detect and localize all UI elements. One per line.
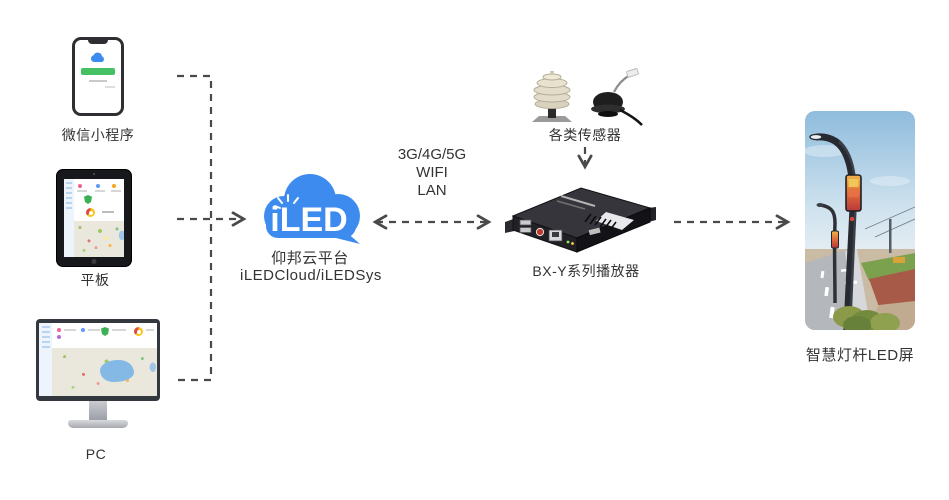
shield-icon: [84, 195, 92, 204]
map-lake: [100, 360, 134, 382]
tablet-home-button: [91, 259, 97, 264]
stat-chip: [57, 328, 61, 332]
stat-text: [102, 211, 114, 213]
smartphone-icon: [72, 37, 124, 116]
bushes: [833, 306, 900, 330]
iled-logo-text: iLED: [270, 201, 347, 239]
sensors-label: 各类传感器: [548, 127, 622, 143]
smart-pole-label: 智慧灯杆LED屏: [805, 347, 915, 364]
stat-text: [146, 329, 154, 331]
cloud-platform-label: 仰邦云平台 iLEDCloud/iLEDSys: [240, 250, 382, 284]
cloud-name-en: iLEDCloud/iLEDSys: [240, 267, 382, 284]
link-label-wifi: WIFI: [416, 164, 448, 181]
link-type-labels: 3G/4G/5G WIFI LAN: [372, 146, 492, 200]
phone-login-button: [81, 68, 115, 75]
pc-label: PC: [85, 446, 107, 462]
link-label-cellular: 3G/4G/5G: [397, 146, 467, 163]
wechat-app-label: 微信小程序: [61, 127, 135, 143]
monitor-stand: [89, 401, 107, 421]
stat-text: [111, 190, 121, 192]
desktop-icon: [36, 319, 160, 437]
phone-notch: [88, 39, 108, 44]
tablet-screen: [64, 179, 124, 257]
monitor-screen: [39, 323, 157, 396]
stat-chip: [57, 335, 61, 339]
bracket-clients: [177, 74, 213, 382]
probe-sensor-icon: [591, 68, 643, 126]
tablet-sidebar: [64, 179, 74, 257]
tablet-label: 平板: [80, 272, 110, 288]
stat-chip: [81, 328, 85, 332]
donut-chart-icon: [134, 327, 143, 336]
weather-sensor-icon: [532, 71, 572, 122]
monitor-base: [68, 420, 128, 428]
player-ports: [519, 219, 601, 245]
led-pole-photo: [805, 111, 915, 330]
stat-chip: [112, 184, 116, 188]
cloud-platform-logo: iLED: [250, 168, 370, 248]
shield-icon: [101, 327, 109, 336]
stat-chip: [78, 184, 82, 188]
stat-text: [95, 190, 105, 192]
stat-text: [77, 190, 87, 192]
vent-slits: [584, 213, 617, 231]
tablet-icon: [56, 169, 132, 267]
iled-cloud-icon: iLED: [264, 174, 360, 244]
bulb-rays-icon: [274, 194, 299, 209]
stat-text: [112, 329, 126, 331]
player-label: BX-Y系列播放器: [532, 263, 640, 279]
donut-chart-icon: [86, 208, 95, 217]
phone-text-line: [105, 86, 115, 88]
pc-map: [52, 348, 157, 396]
link-label-lan: LAN: [417, 182, 447, 199]
stat-text: [64, 329, 76, 331]
background-pole: [816, 203, 839, 304]
tablet-camera: [93, 173, 95, 175]
mini-cloud-icon: [90, 52, 104, 62]
stat-text: [88, 329, 100, 331]
cloud-name-cn: 仰邦云平台: [271, 250, 349, 267]
player-device-icon: [505, 182, 657, 256]
stat-chip: [96, 184, 100, 188]
monitor-frame: [36, 319, 160, 401]
phone-text-line: [89, 80, 107, 82]
tablet-map: [74, 221, 124, 257]
pc-sidebar: [39, 323, 52, 396]
sensors-icons: [520, 68, 646, 128]
main-pole: [809, 133, 862, 330]
